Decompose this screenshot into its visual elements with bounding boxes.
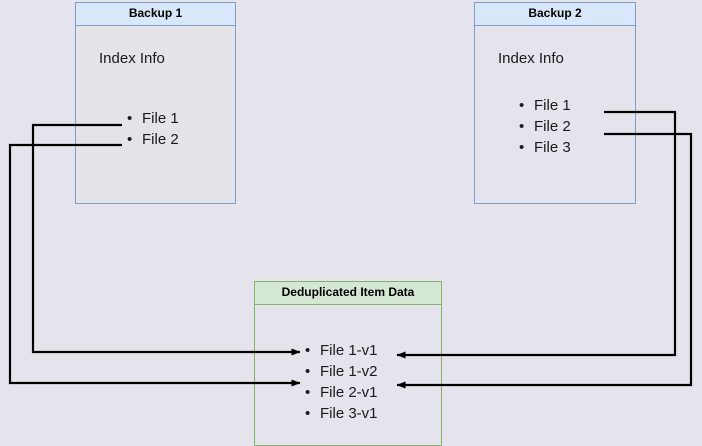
node-backup-2[interactable]: Backup 2 Index Info File 1 File 2 File 3 [474,2,636,204]
dedup-file-list: File 1-v1 File 1-v2 File 2-v1 File 3-v1 [305,340,378,424]
node-dedup-body: File 1-v1 File 1-v2 File 2-v1 File 3-v1 [255,305,441,445]
list-item: File 2 [519,116,571,137]
node-deduplicated-item-data[interactable]: Deduplicated Item Data File 1-v1 File 1-… [254,281,442,446]
backup-1-file-list: File 1 File 2 [127,108,179,150]
list-item: File 1-v1 [305,340,378,361]
list-item: File 1 [519,95,571,116]
list-item: File 3 [519,137,571,158]
list-item: File 2-v1 [305,382,378,403]
list-item: File 2 [127,129,179,150]
node-dedup-header: Deduplicated Item Data [255,282,441,305]
node-backup-2-body: Index Info File 1 File 2 File 3 [475,26,635,203]
list-item: File 1 [127,108,179,129]
node-backup-1-header: Backup 1 [76,3,235,26]
node-backup-2-header: Backup 2 [475,3,635,26]
backup-2-index-info-label: Index Info [498,50,564,67]
backup-2-file-list: File 1 File 2 File 3 [519,95,571,158]
backup-1-index-info-label: Index Info [99,50,165,67]
node-backup-1-body: Index Info File 1 File 2 [76,26,235,203]
node-backup-1[interactable]: Backup 1 Index Info File 1 File 2 [75,2,236,204]
list-item: File 1-v2 [305,361,378,382]
list-item: File 3-v1 [305,403,378,424]
